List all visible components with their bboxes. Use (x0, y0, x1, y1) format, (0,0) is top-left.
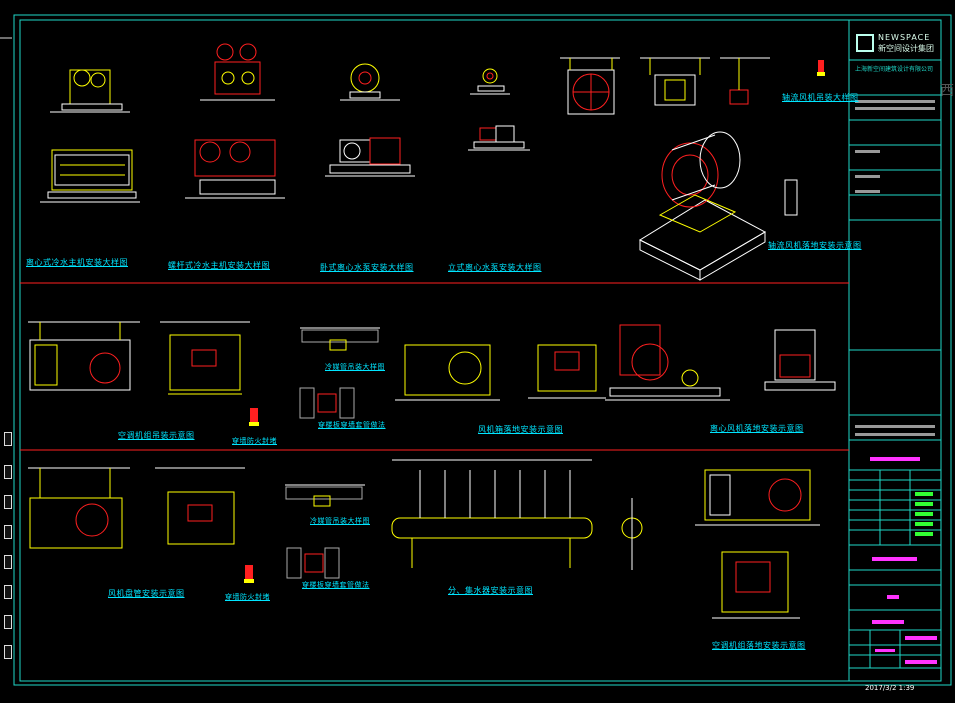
manifold-end-view (621, 498, 643, 570)
side-tab-2[interactable] (4, 465, 12, 479)
centrifugal-chiller-plan (40, 149, 140, 203)
row3-title-2: 分、集水器安装示意图 (448, 586, 533, 595)
logo-brand-cn: 新空间设计集团 (878, 44, 934, 53)
axial-fan-hang-side (640, 57, 710, 106)
side-tab-5[interactable] (4, 555, 12, 569)
outer-frame (13, 14, 952, 686)
watermark-glyph: 西 (940, 83, 954, 99)
wall-sleeve-detail-2 (286, 547, 340, 579)
fire-seal-icon (249, 408, 259, 426)
row3-title-1: 风机盘管安装示意图 (108, 589, 185, 598)
row2-title-2: 风机箱落地安装示意图 (478, 425, 563, 434)
side-tab-7[interactable] (4, 615, 12, 629)
ahu-floor-elevation (695, 469, 820, 526)
wall-sleeve-detail (299, 387, 355, 419)
screw-chiller-elevation (200, 43, 275, 101)
company-logo: NEWSPACE 新空间设计集团 (856, 33, 940, 55)
row2-small-2: 穿楼板穿墙套管做法 (318, 421, 386, 429)
title-block-highlight-2 (872, 557, 917, 561)
ahu-floor-side (712, 551, 800, 619)
fcu-hang-elevation (28, 467, 130, 549)
horizontal-pump-elevation (340, 63, 400, 101)
row2-title-3: 离心风机落地安装示意图 (710, 424, 804, 433)
company-name: 上海新空间建筑设计有限公司 (855, 66, 934, 73)
ahu-hang-elevation (28, 321, 140, 391)
centrifugal-fan-floor-side (764, 329, 836, 391)
side-tab-6[interactable] (4, 585, 12, 599)
signature-column (915, 492, 933, 536)
vertical-pump-elevation (470, 68, 510, 95)
axial-fan-hang-front (560, 57, 620, 115)
row2-small-3: 穿墙防火封堵 (232, 437, 277, 445)
row3-title-3: 空调机组落地安装示意图 (712, 641, 806, 650)
title-block-highlight-7 (905, 660, 937, 664)
fan-box-floor-elevation (395, 344, 500, 401)
fire-extinguisher-icon (817, 60, 825, 76)
row2-small-1: 冷媒管吊装大样图 (325, 363, 385, 371)
refrigerant-pipe-hang (300, 327, 380, 351)
row1-title-6: 轴流风机落地安装示意图 (768, 241, 862, 250)
logo-mark-icon (856, 34, 874, 52)
refrigerant-pipe-hang-2 (285, 484, 365, 507)
inner-frame (19, 19, 850, 682)
row1-title-1: 离心式冷水主机安装大样图 (26, 258, 128, 267)
row1-title-3: 卧式离心水泵安装大样图 (320, 263, 414, 272)
side-tab-3[interactable] (4, 495, 12, 509)
side-tab-4[interactable] (4, 525, 12, 539)
title-block-highlight-3 (887, 595, 899, 599)
manifold-drawing (391, 459, 593, 568)
row1-title-4: 立式离心水泵安装大样图 (448, 263, 542, 272)
fcu-hang-side (155, 467, 245, 545)
fire-seal-icon-2 (244, 565, 254, 583)
row3-small-1: 冷媒管吊装大样图 (310, 517, 370, 525)
title-block-highlight-1 (870, 457, 920, 461)
hanger-detail (720, 57, 770, 105)
logo-brand: NEWSPACE (878, 33, 931, 42)
title-block-highlight-4 (872, 620, 904, 624)
title-block-highlight-6 (875, 649, 895, 652)
title-block-lines (849, 59, 941, 669)
side-tab-8[interactable] (4, 645, 12, 659)
side-tab-1[interactable] (4, 432, 12, 446)
date-stamp: 2017/3/2 1:39 (865, 684, 915, 692)
row2-title-1: 空调机组吊装示意图 (118, 431, 195, 440)
fan-box-floor-side (528, 344, 606, 399)
centrifugal-chiller-elevation (50, 69, 130, 113)
vertical-pump-plan (468, 125, 530, 151)
horizontal-pump-plan (325, 137, 415, 177)
title-block-grey-bars (855, 100, 935, 436)
axial-fan-floor-isometric (638, 131, 798, 281)
row3-small-2: 穿楼板穿墙套管做法 (302, 581, 370, 589)
screw-chiller-plan (185, 139, 285, 199)
ahu-hang-side (160, 321, 250, 395)
row3-small-3: 穿墙防火封堵 (225, 593, 270, 601)
row1-title-5: 轴流风机吊装大样图 (782, 93, 859, 102)
centrifugal-fan-floor-elevation (605, 324, 730, 401)
title-block-highlight-5 (905, 636, 937, 640)
row1-title-2: 螺杆式冷水主机安装大样图 (168, 261, 270, 270)
